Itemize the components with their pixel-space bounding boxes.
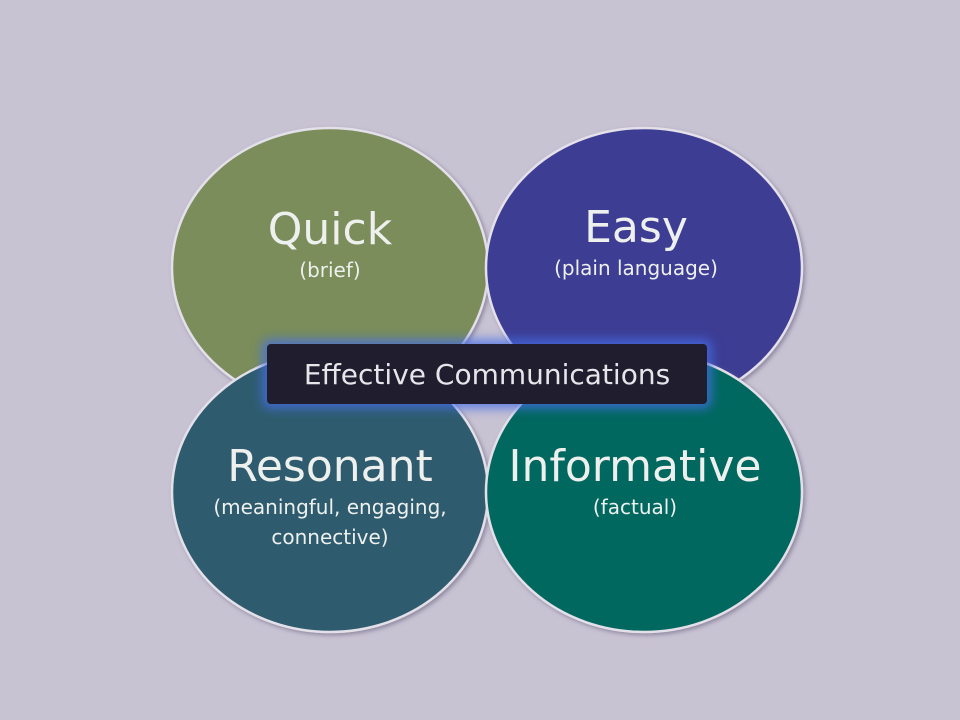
informative-label: Informative (factual): [500, 442, 770, 522]
effective-communications-box: Effective Communications: [267, 344, 707, 404]
resonant-title: Resonant: [227, 441, 433, 492]
informative-title: Informative: [508, 441, 762, 492]
center-label: Effective Communications: [303, 357, 671, 391]
easy-subtitle: (plain language): [554, 256, 718, 280]
easy-title: Easy: [584, 202, 688, 253]
quick-subtitle: (brief): [299, 258, 361, 282]
resonant-label: Resonant (meaningful, engaging, connecti…: [195, 442, 465, 552]
informative-subtitle: (factual): [592, 495, 678, 519]
quick-label: Quick (brief): [230, 205, 430, 285]
resonant-subtitle: (meaningful, engaging, connective): [213, 495, 447, 549]
easy-label: Easy (plain language): [526, 203, 746, 283]
quick-title: Quick: [267, 204, 393, 255]
